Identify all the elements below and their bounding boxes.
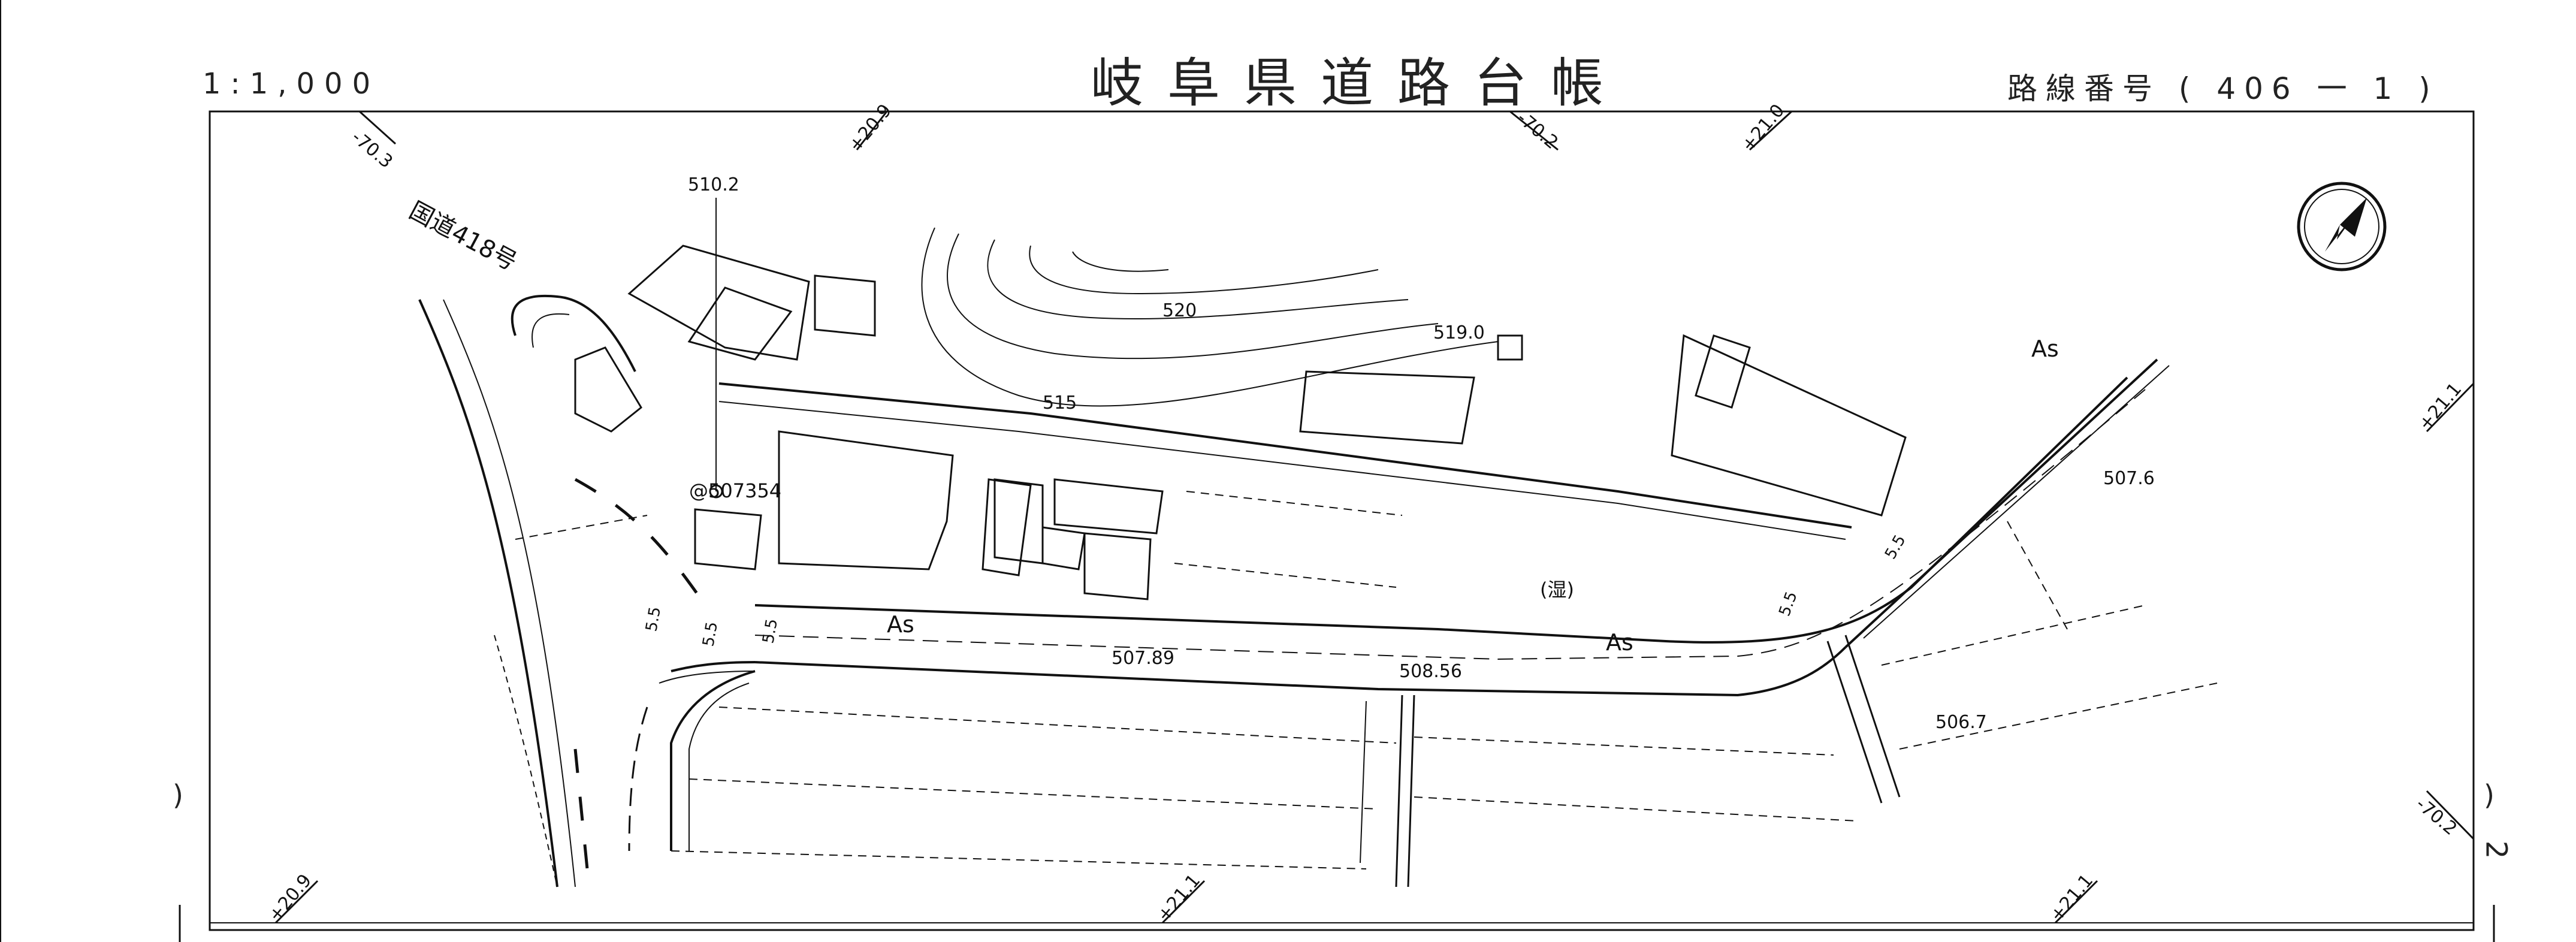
- elevation-label: 510.2: [688, 174, 739, 195]
- road-width-label: 5.5: [759, 617, 781, 645]
- map-frame: [209, 110, 2475, 931]
- right-margin-mark: ): [2484, 779, 2495, 811]
- road-width-label: 5.5: [699, 620, 721, 648]
- road-name-label: 国道418号: [404, 197, 521, 276]
- elevation-label: 507.6: [2103, 468, 2155, 489]
- elevation-label: 506.7: [1935, 712, 1987, 733]
- road-width-label: 5.5: [642, 605, 665, 633]
- elevation-label: 508.56: [1399, 661, 1462, 682]
- surface-label-1: As: [887, 611, 914, 638]
- map-title: 岐阜県道路台帳: [1091, 52, 1628, 114]
- elevation-label: 507.89: [1112, 648, 1174, 669]
- map-scale: 1:1,000: [203, 67, 380, 101]
- field-boundaries: [515, 491, 2218, 869]
- access-road: [718, 382, 1852, 529]
- grid-tick-label: +21.1: [2046, 870, 2097, 926]
- prefectural-road: [628, 358, 2170, 852]
- left-margin-mark: ): [173, 779, 183, 811]
- buildings: [574, 244, 1907, 600]
- surface-label-3: As: [2031, 336, 2059, 362]
- surface-label-2: As: [1606, 629, 1633, 656]
- grid-tick-label: +21.0: [1737, 100, 1789, 156]
- contour-label: 515: [1043, 393, 1077, 413]
- grid-tick-label: +20.9: [844, 100, 896, 156]
- loop-road: [511, 294, 636, 372]
- north-arrow-icon: [2297, 182, 2387, 271]
- grid-tick-label: -70.3: [348, 126, 397, 173]
- route-number: 路線番号 ( 406 一 1 ): [2007, 71, 2439, 106]
- grid-tick-label: +21.1: [2414, 379, 2466, 434]
- national-road-418: [418, 299, 576, 887]
- grid-tick-label: +21.1: [1153, 870, 1204, 926]
- grid-tick-label: +20.9: [264, 870, 316, 926]
- contour-label: 520: [1162, 300, 1197, 321]
- benchmark-label: @507354: [689, 479, 781, 502]
- road-width-label: 5.5: [1882, 532, 1910, 563]
- elevation-label: 519.0: [1433, 322, 1485, 343]
- wet-area-label: (湿): [1540, 578, 1574, 601]
- road-width-label: 5.5: [1775, 589, 1801, 618]
- contour-lines: [921, 227, 1499, 407]
